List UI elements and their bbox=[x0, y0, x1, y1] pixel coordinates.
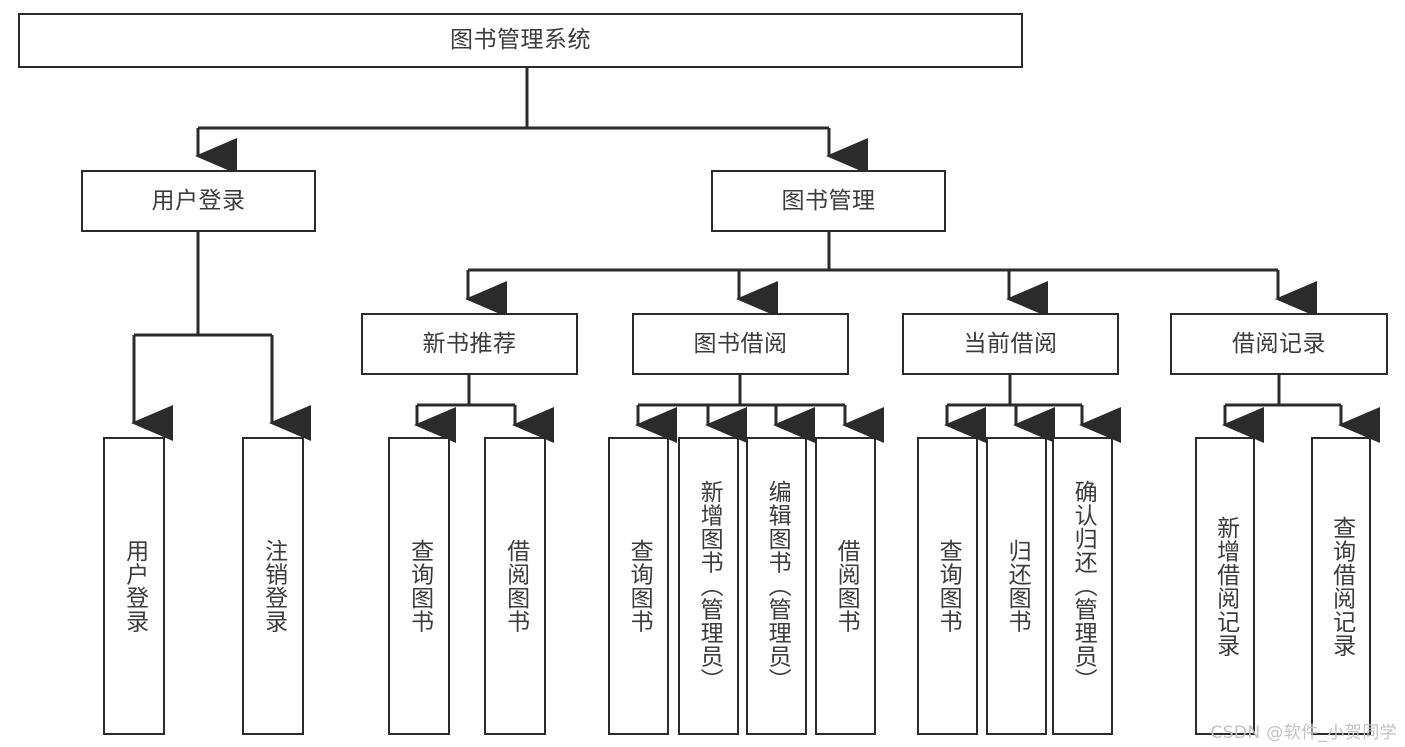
leaf-edit-book-admin[interactable]: 编辑图书（管理员） bbox=[746, 437, 807, 735]
node-new-book-recommend[interactable]: 新书推荐 bbox=[361, 313, 578, 375]
node-book-management[interactable]: 图书管理 bbox=[711, 170, 946, 232]
leaf-add-book-admin[interactable]: 新增图书（管理员） bbox=[678, 437, 739, 735]
leaf-confirm-return-admin[interactable]: 确认归还（管理员） bbox=[1052, 437, 1113, 735]
leaf-query-book-recommend[interactable]: 查询图书 bbox=[388, 437, 450, 735]
leaf-borrow-book-recommend[interactable]: 借阅图书 bbox=[484, 437, 546, 735]
node-borrow-record[interactable]: 借阅记录 bbox=[1170, 313, 1388, 375]
node-root-book-management-system[interactable]: 图书管理系统 bbox=[18, 13, 1023, 68]
leaf-user-login[interactable]: 用户登录 bbox=[103, 437, 165, 735]
leaf-add-borrow-record[interactable]: 新增借阅记录 bbox=[1195, 437, 1255, 735]
csdn-watermark: CSDN @软件_小贺同学 bbox=[1210, 723, 1397, 743]
leaf-query-book-current[interactable]: 查询图书 bbox=[917, 437, 978, 735]
node-user-login[interactable]: 用户登录 bbox=[81, 170, 316, 232]
node-current-borrow[interactable]: 当前借阅 bbox=[902, 313, 1119, 375]
leaf-borrow-book[interactable]: 借阅图书 bbox=[815, 437, 876, 735]
leaf-query-borrow-record[interactable]: 查询借阅记录 bbox=[1311, 437, 1371, 735]
node-book-borrow[interactable]: 图书借阅 bbox=[632, 313, 849, 375]
leaf-query-book-borrow[interactable]: 查询图书 bbox=[608, 437, 669, 735]
leaf-user-logout[interactable]: 注销登录 bbox=[242, 437, 304, 735]
leaf-return-book[interactable]: 归还图书 bbox=[986, 437, 1047, 735]
